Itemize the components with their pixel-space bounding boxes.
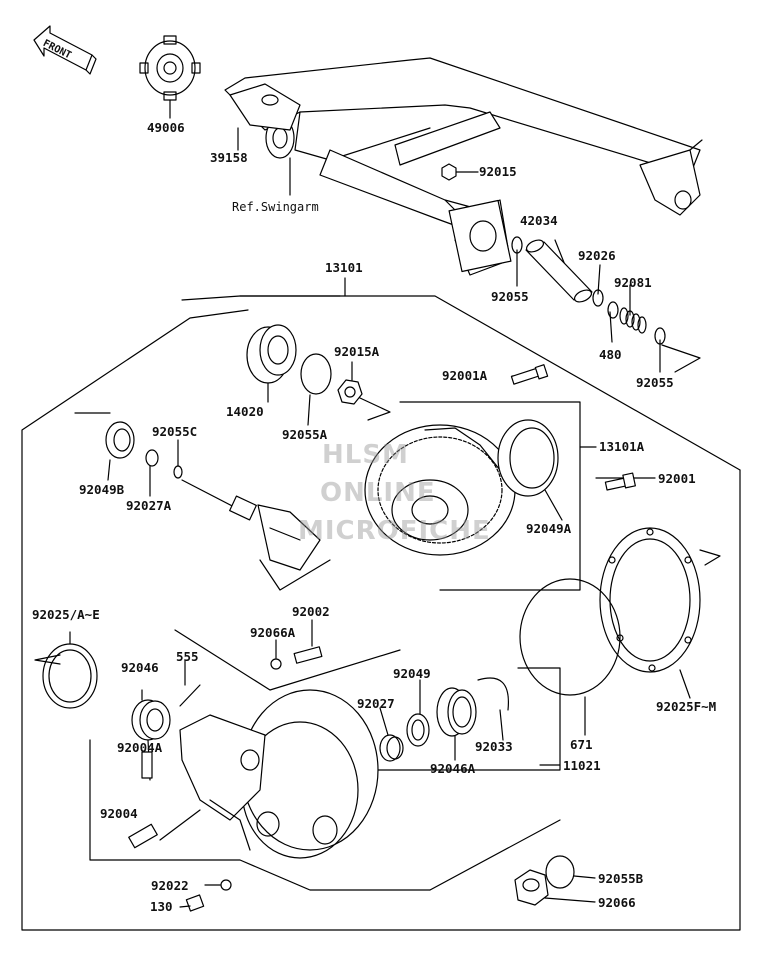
part-label-92055-right: 92055 [636,375,674,390]
sleeve-42034-icon [525,239,593,303]
part-label-480: 480 [599,347,622,362]
ref-swingarm-label: Ref.Swingarm [232,200,319,214]
part-label-92015: 92015 [479,164,517,179]
part-label-671: 671 [570,737,593,752]
spring-92081-icon [619,307,647,334]
part-label-42034: 42034 [520,213,558,228]
part-label-92001A: 92001A [442,368,488,383]
watermark-line-1: HLSM [322,440,409,470]
gasket-92025fm-icon [599,527,721,699]
part-label-14020: 14020 [226,404,264,419]
ring-gear-icon [364,424,516,556]
part-label-92004A: 92004A [117,740,163,755]
part-label-92001: 92001 [658,471,696,486]
seal-14020-icon [246,324,297,403]
part-label-130: 130 [150,899,173,914]
part-label-92066: 92066 [598,895,636,910]
part-label-92055C: 92055C [152,424,198,439]
watermark-line-2: ONLINE [320,478,436,508]
part-label-92027A: 92027A [126,498,172,513]
part-label-555: 555 [176,649,199,664]
part-label-92004: 92004 [100,806,138,821]
part-label-92049B: 92049B [79,482,125,497]
part-label-92025-FM: 92025F~M [656,699,717,714]
front-arrow-icon [33,25,97,75]
part-label-92049A: 92049A [526,521,572,536]
watermark-line-3: MICROFICHE [298,516,491,546]
part-label-92055A: 92055A [282,427,328,442]
part-label-92066A: 92066A [250,625,296,640]
part-label-92046: 92046 [121,660,159,675]
part-label-92025-AE: 92025/A~E [32,607,100,622]
part-label-92015A: 92015A [334,344,380,359]
part-label-92033: 92033 [475,739,513,754]
pinion-shaft-icon [181,479,331,591]
part-label-92026: 92026 [578,248,616,263]
part-label-92081: 92081 [614,275,652,290]
part-label-13101A: 13101A [599,439,645,454]
part-label-39158: 39158 [210,150,248,165]
part-label-92046A: 92046A [430,761,476,776]
part-label-11021: 11021 [563,758,601,773]
part-label-92055-top: 92055 [491,289,529,304]
part-label-92027: 92027 [357,696,395,711]
part-label-49006: 49006 [147,120,185,135]
swingarm-frame-icon [224,57,703,276]
part-label-92049: 92049 [393,666,431,681]
coupling-49006-icon [139,35,201,119]
part-label-92055B: 92055B [598,871,644,886]
final-gear-case-housing-icon [179,689,379,859]
part-label-13101: 13101 [325,260,363,275]
part-label-92022: 92022 [151,878,189,893]
part-label-92002: 92002 [292,604,330,619]
